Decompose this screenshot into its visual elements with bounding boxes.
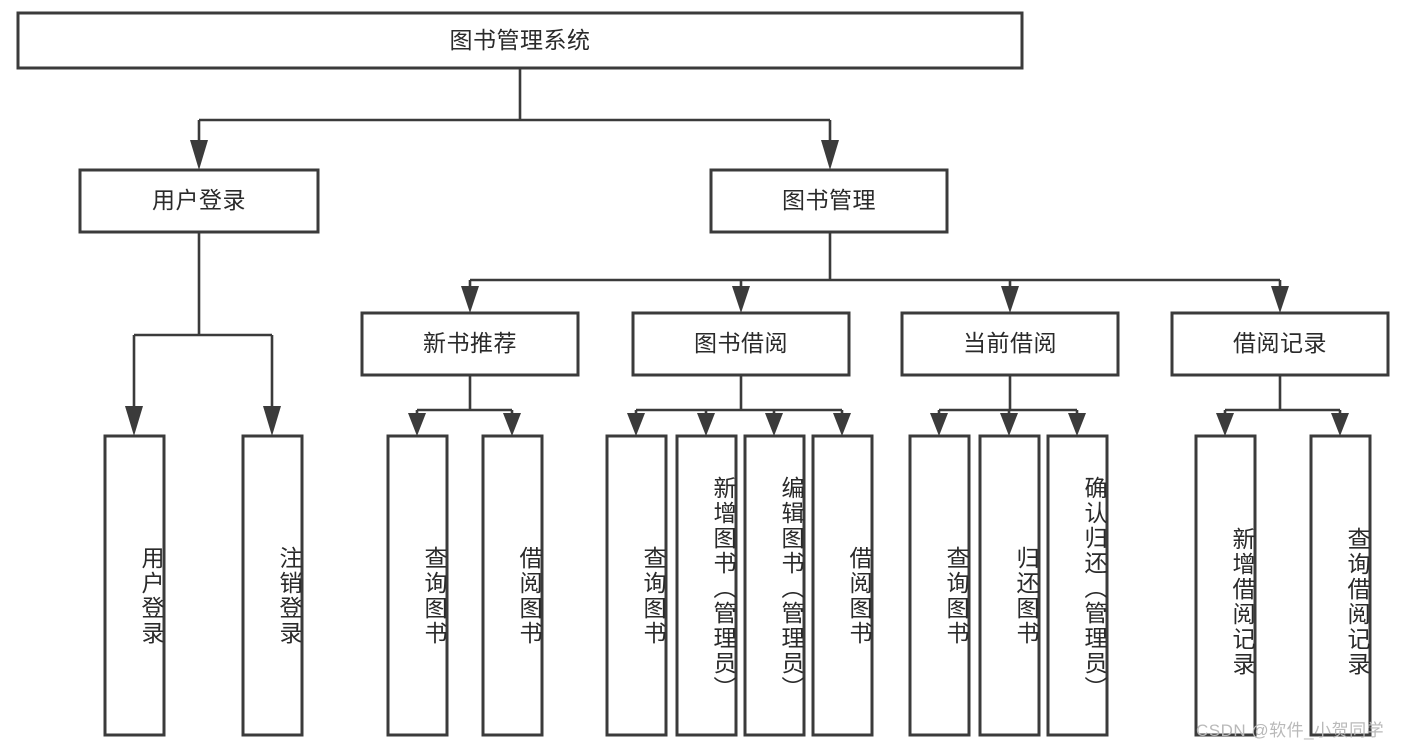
node-box-leaf-13[interactable] (1309, 434, 1372, 737)
connector-book-management-to-level3 (461, 232, 1289, 313)
node-box-current-borrow[interactable] (900, 311, 1120, 377)
node-box-leaf-8[interactable] (811, 434, 874, 737)
node-box-user-login[interactable] (78, 168, 320, 234)
arrow-head-to-leaf-8 (833, 413, 851, 436)
connector-user-login-to-leaves (125, 232, 281, 436)
node-box-leaf-3[interactable] (386, 434, 449, 737)
connector-root-to-level2 (190, 68, 839, 170)
connector-borrow-record-to-leaves (1216, 375, 1349, 436)
arrow-head-to-leaf-11 (1068, 413, 1086, 436)
arrow-head-to-leaf-12 (1216, 413, 1234, 436)
node-box-book-management[interactable] (709, 168, 949, 234)
arrow-head-to-leaf-10 (1000, 413, 1018, 436)
arrow-head-to-new-book-recommend (461, 286, 479, 313)
node-box-root[interactable] (16, 11, 1024, 70)
node-box-leaf-12[interactable] (1194, 434, 1257, 737)
node-box-new-book-recommend[interactable] (360, 311, 580, 377)
arrow-head-to-leaf-6 (697, 413, 715, 436)
connector-new-book-recommend-to-leaves (408, 375, 521, 436)
node-box-leaf-4[interactable] (481, 434, 544, 737)
node-box-leaf-11[interactable] (1046, 434, 1109, 737)
node-box-leaf-7[interactable] (743, 434, 806, 737)
node-box-leaf-6[interactable] (675, 434, 738, 737)
node-box-leaf-10[interactable] (978, 434, 1041, 737)
arrow-head-to-borrow-record (1271, 286, 1289, 313)
node-box-borrow-record[interactable] (1170, 311, 1390, 377)
arrow-head-to-leaf-7 (765, 413, 783, 436)
arrow-head-to-leaf-5 (627, 413, 645, 436)
arrow-head-to-book-management (821, 140, 839, 170)
arrow-head-to-book-borrow (732, 286, 750, 313)
arrow-head-to-leaf-4 (503, 413, 521, 436)
arrow-head-to-current-borrow (1001, 286, 1019, 313)
arrow-head-to-leaf-9 (930, 413, 948, 436)
node-box-book-borrow[interactable] (631, 311, 851, 377)
arrow-head-to-leaf-3 (408, 413, 426, 436)
node-box-leaf-9[interactable] (908, 434, 971, 737)
connector-book-borrow-to-leaves (627, 375, 851, 436)
node-box-leaf-2[interactable] (241, 434, 304, 737)
arrow-head-to-user-login (190, 140, 208, 170)
arrow-head-to-leaf-1 (125, 406, 143, 436)
arrow-head-to-leaf-2 (263, 406, 281, 436)
arrow-head-to-leaf-13 (1331, 413, 1349, 436)
node-box-leaf-5[interactable] (605, 434, 668, 737)
node-box-leaf-1[interactable] (103, 434, 166, 737)
connector-current-borrow-to-leaves (930, 375, 1086, 436)
